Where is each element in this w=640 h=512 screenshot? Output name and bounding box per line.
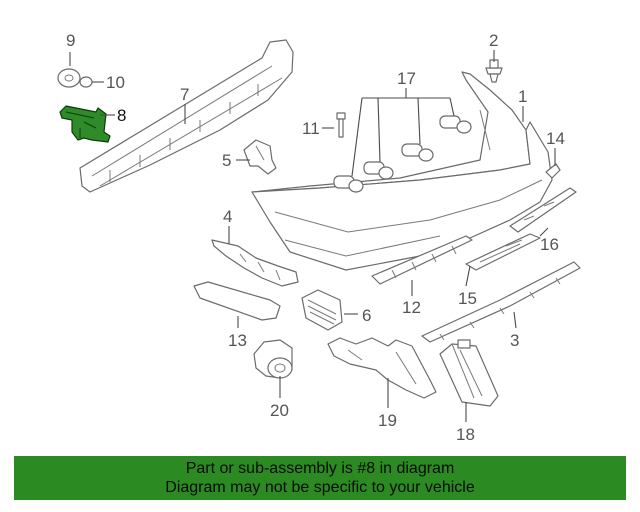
part-12-lower-strip[interactable] — [371, 235, 473, 285]
callout-4: 4 — [223, 207, 232, 226]
part-8-bracket-highlighted[interactable] — [59, 105, 111, 143]
callout-12: 12 — [402, 298, 421, 317]
part-9-washer[interactable] — [57, 68, 81, 88]
callout-14: 14 — [546, 129, 565, 148]
callout-16: 16 — [540, 235, 559, 254]
part-15-bracket[interactable] — [465, 233, 541, 271]
callout-9: 9 — [66, 31, 75, 50]
part-2-clip[interactable] — [485, 59, 503, 83]
callout-8: 8 — [117, 106, 126, 125]
callout-1: 1 — [518, 87, 527, 106]
callout-20: 20 — [270, 401, 289, 420]
part-5-bracket[interactable] — [243, 139, 277, 175]
part-7-impact-beam[interactable] — [79, 39, 294, 193]
part-10-nut[interactable] — [79, 76, 93, 88]
callout-2: 2 — [489, 31, 498, 50]
part-14-clip[interactable] — [545, 163, 561, 179]
banner-line-part-note: Part or sub-assembly is #8 in diagram — [185, 460, 455, 477]
callout-18: 18 — [456, 425, 475, 444]
part-11-screw[interactable] — [336, 112, 346, 138]
callout-labels: 9 10 8 7 5 11 2 17 1 14 16 4 12 15 3 13 … — [66, 31, 565, 444]
part-6-grille-insert[interactable] — [301, 289, 343, 331]
part-18-control-module[interactable] — [439, 339, 499, 407]
part-1-bumper-cover[interactable] — [251, 71, 553, 271]
part-20-speaker[interactable] — [253, 339, 293, 379]
part-19-mounting-bracket[interactable] — [327, 337, 437, 399]
callout-19: 19 — [378, 411, 397, 430]
part-17-parking-sensors[interactable] — [333, 115, 472, 193]
callout-10: 10 — [106, 73, 125, 92]
callout-17: 17 — [397, 69, 416, 88]
leader-lines — [69, 50, 556, 422]
part-4-guide-bracket[interactable] — [211, 239, 299, 287]
callout-7: 7 — [180, 85, 189, 104]
part-3-lower-trim[interactable] — [421, 261, 581, 343]
callout-13: 13 — [228, 331, 247, 350]
part-16-mounting-strip[interactable] — [509, 187, 577, 233]
callout-5: 5 — [222, 151, 231, 170]
callout-3: 3 — [510, 331, 519, 350]
callout-6: 6 — [362, 306, 371, 325]
info-banner: Part or sub-assembly is #8 in diagram Di… — [14, 456, 626, 500]
exploded-parts-diagram: 9 10 8 7 5 11 2 17 1 14 16 4 12 15 3 13 … — [57, 31, 581, 444]
part-13-reflector[interactable] — [193, 281, 281, 321]
callout-15: 15 — [458, 289, 477, 308]
banner-line-disclaimer: Diagram may not be specific to your vehi… — [165, 479, 475, 496]
callout-11: 11 — [302, 119, 320, 138]
